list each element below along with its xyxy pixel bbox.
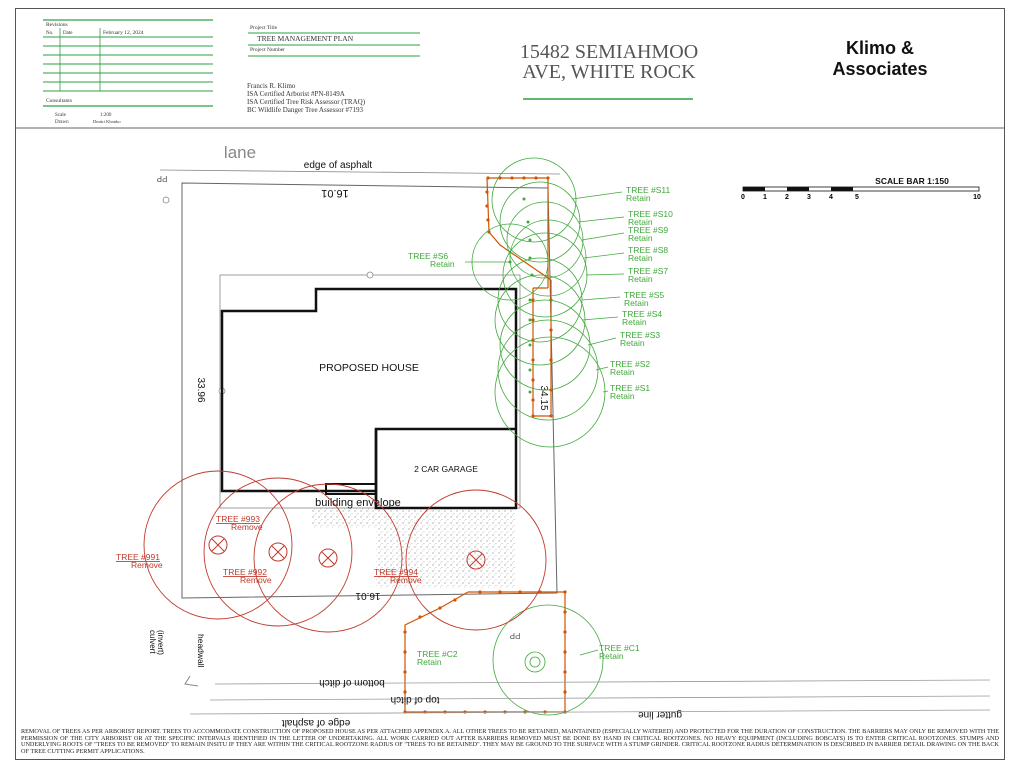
tree-c2-label: TREE #C2: [417, 649, 458, 659]
culvert-label: culvert: [148, 630, 157, 654]
scale-bar: SCALE BAR 1:150 0 1 2 3 4 5 10: [741, 176, 981, 201]
tree-s10-label: TREE #S10: [628, 209, 673, 219]
scale-label: Scale: [55, 113, 67, 118]
arborist-cert-2: ISA Certified Tree Risk Assessor (TRAQ): [247, 98, 366, 106]
date-label: Date: [63, 31, 73, 36]
tree-994-status: Remove: [390, 575, 422, 585]
consultants-label: Consultants: [46, 98, 72, 104]
tree-s4-status: Retain: [622, 317, 647, 327]
invert-label: (invert): [156, 630, 165, 655]
drawn-label: Drawn: [55, 120, 69, 125]
retain-labels: TREE #S11 Retain TREE #S10 Retain TREE #…: [408, 185, 673, 667]
drawn-value: Dmitri Khonko: [93, 119, 121, 124]
scale-tick-1: 1: [763, 194, 767, 201]
company-line-1: Klimo &: [846, 38, 914, 58]
bottom-of-ditch-label: bottom of ditch: [319, 677, 385, 688]
tree-s3-status: Retain: [620, 338, 645, 348]
address-line-1: 15482 SEMIAHMOO: [520, 41, 698, 63]
scale-tick-2: 2: [785, 194, 789, 201]
tree-s6-status: Retain: [430, 259, 455, 269]
road-ditch-area: culvert (invert) headwall bottom of ditc…: [148, 630, 991, 728]
dimension-bottom: 16.01: [355, 590, 380, 601]
pp-bottom: PP: [510, 631, 521, 640]
remove-rootzones: [143, 470, 547, 633]
scale-tick-4: 4: [829, 194, 833, 201]
edge-of-asphalt-top: edge of asphalt: [304, 160, 373, 171]
scale-bar-label: SCALE BAR 1:150: [875, 176, 949, 186]
project-title-label: Project Title: [250, 25, 278, 31]
date-value: February 12, 2024: [103, 30, 144, 36]
tree-s3-label: TREE #S3: [620, 330, 660, 340]
tree-992-status: Remove: [240, 575, 272, 585]
tree-c1-status: Retain: [599, 651, 624, 661]
project-block: Project Title TREE MANAGEMENT PLAN Proje…: [247, 25, 420, 114]
tree-s4-label: TREE #S4: [622, 309, 662, 319]
scale-tick-5: 5: [855, 194, 859, 201]
project-number-label: Project Number: [250, 47, 285, 53]
tree-s2-label: TREE #S2: [610, 359, 650, 369]
pp-top: PP: [157, 174, 168, 183]
driveway: [376, 510, 516, 588]
top-of-ditch-label: top of ditch: [391, 694, 440, 705]
tree-s11-label: TREE #S11: [626, 185, 671, 195]
tree-993-status: Remove: [231, 522, 263, 532]
tree-s5-status: Retain: [624, 298, 649, 308]
tree-s6-label: TREE #S6: [408, 251, 448, 261]
tree-s5-label: TREE #S5: [624, 290, 664, 300]
no-label: No.: [46, 31, 53, 36]
garage-label: 2 CAR GARAGE: [414, 464, 478, 474]
tree-993-label: TREE #993: [216, 514, 260, 524]
tree-991-label: TREE #991: [116, 552, 160, 562]
proposed-house-outline: [220, 287, 518, 510]
arborist-cert-3: BC Wildlife Danger Tree Assessor #7193: [247, 106, 364, 114]
tree-c2-status: Retain: [417, 657, 442, 667]
retain-leader-lines: [465, 191, 625, 656]
company-logo: Klimo & Associates: [832, 38, 927, 79]
arborist-cert-1: ISA Certified Arborist #PN-8149A: [247, 90, 345, 98]
scale-tick-0: 0: [741, 194, 745, 201]
edge-of-asphalt-bottom: edge of asphalt: [282, 717, 351, 728]
tree-c1-label: TREE #C1: [599, 643, 640, 653]
tree-s9-status: Retain: [628, 233, 653, 243]
tree-s9-label: TREE #S9: [628, 225, 668, 235]
scale-tick-3: 3: [807, 194, 811, 201]
tree-s1-status: Retain: [610, 391, 635, 401]
drawing-sheet: [15, 8, 1005, 760]
tree-s7-status: Retain: [628, 274, 653, 284]
tree-992-label: TREE #992: [223, 567, 267, 577]
lane-label: lane: [224, 143, 256, 162]
dimension-left: 33.96: [195, 377, 206, 402]
building-envelope-label: building envelope: [315, 497, 401, 509]
retain-rootzones: [471, 157, 606, 716]
arborist-name: Francis R. Klimo: [247, 82, 296, 90]
company-line-2: Associates: [832, 59, 927, 79]
project-title: TREE MANAGEMENT PLAN: [257, 34, 354, 43]
tree-s1-label: TREE #S1: [610, 383, 650, 393]
tree-s10-status: Retain: [628, 217, 653, 227]
tree-991-status: Remove: [131, 560, 163, 570]
tree-994-label: TREE #994: [374, 567, 418, 577]
proposed-house-label: PROPOSED HOUSE: [319, 362, 419, 374]
address-line-2: AVE, WHITE ROCK: [522, 61, 696, 83]
headwall-label: headwall: [196, 634, 206, 668]
dimension-top: 16.01: [321, 187, 349, 199]
gutter-line-label: gutter line: [638, 709, 682, 720]
remove-tree-markers: [208, 535, 486, 570]
scale-tick-10: 10: [973, 194, 981, 201]
tree-s7-label: TREE #S7: [628, 266, 668, 276]
general-notes: REMOVAL OF TREES AS PER ARBORIST REPORT.…: [21, 728, 999, 755]
scale-value: 1:200: [100, 113, 112, 118]
revisions-table: Revisions No. Date February 12, 2024 Con…: [43, 19, 213, 125]
dimension-right: 34.15: [538, 385, 549, 410]
tree-s2-status: Retain: [610, 367, 635, 377]
tree-s8-label: TREE #S8: [628, 245, 668, 255]
lane-area: lane edge of asphalt PP: [157, 143, 561, 204]
tree-s8-status: Retain: [628, 253, 653, 263]
revisions-label: Revisions: [46, 22, 68, 28]
property-boundary: [181, 182, 558, 599]
address-block: 15482 SEMIAHMOO AVE, WHITE ROCK: [520, 41, 698, 100]
remove-labels: TREE #993 Remove TREE #991 Remove TREE #…: [116, 514, 422, 585]
tree-s11-status: Retain: [626, 193, 651, 203]
